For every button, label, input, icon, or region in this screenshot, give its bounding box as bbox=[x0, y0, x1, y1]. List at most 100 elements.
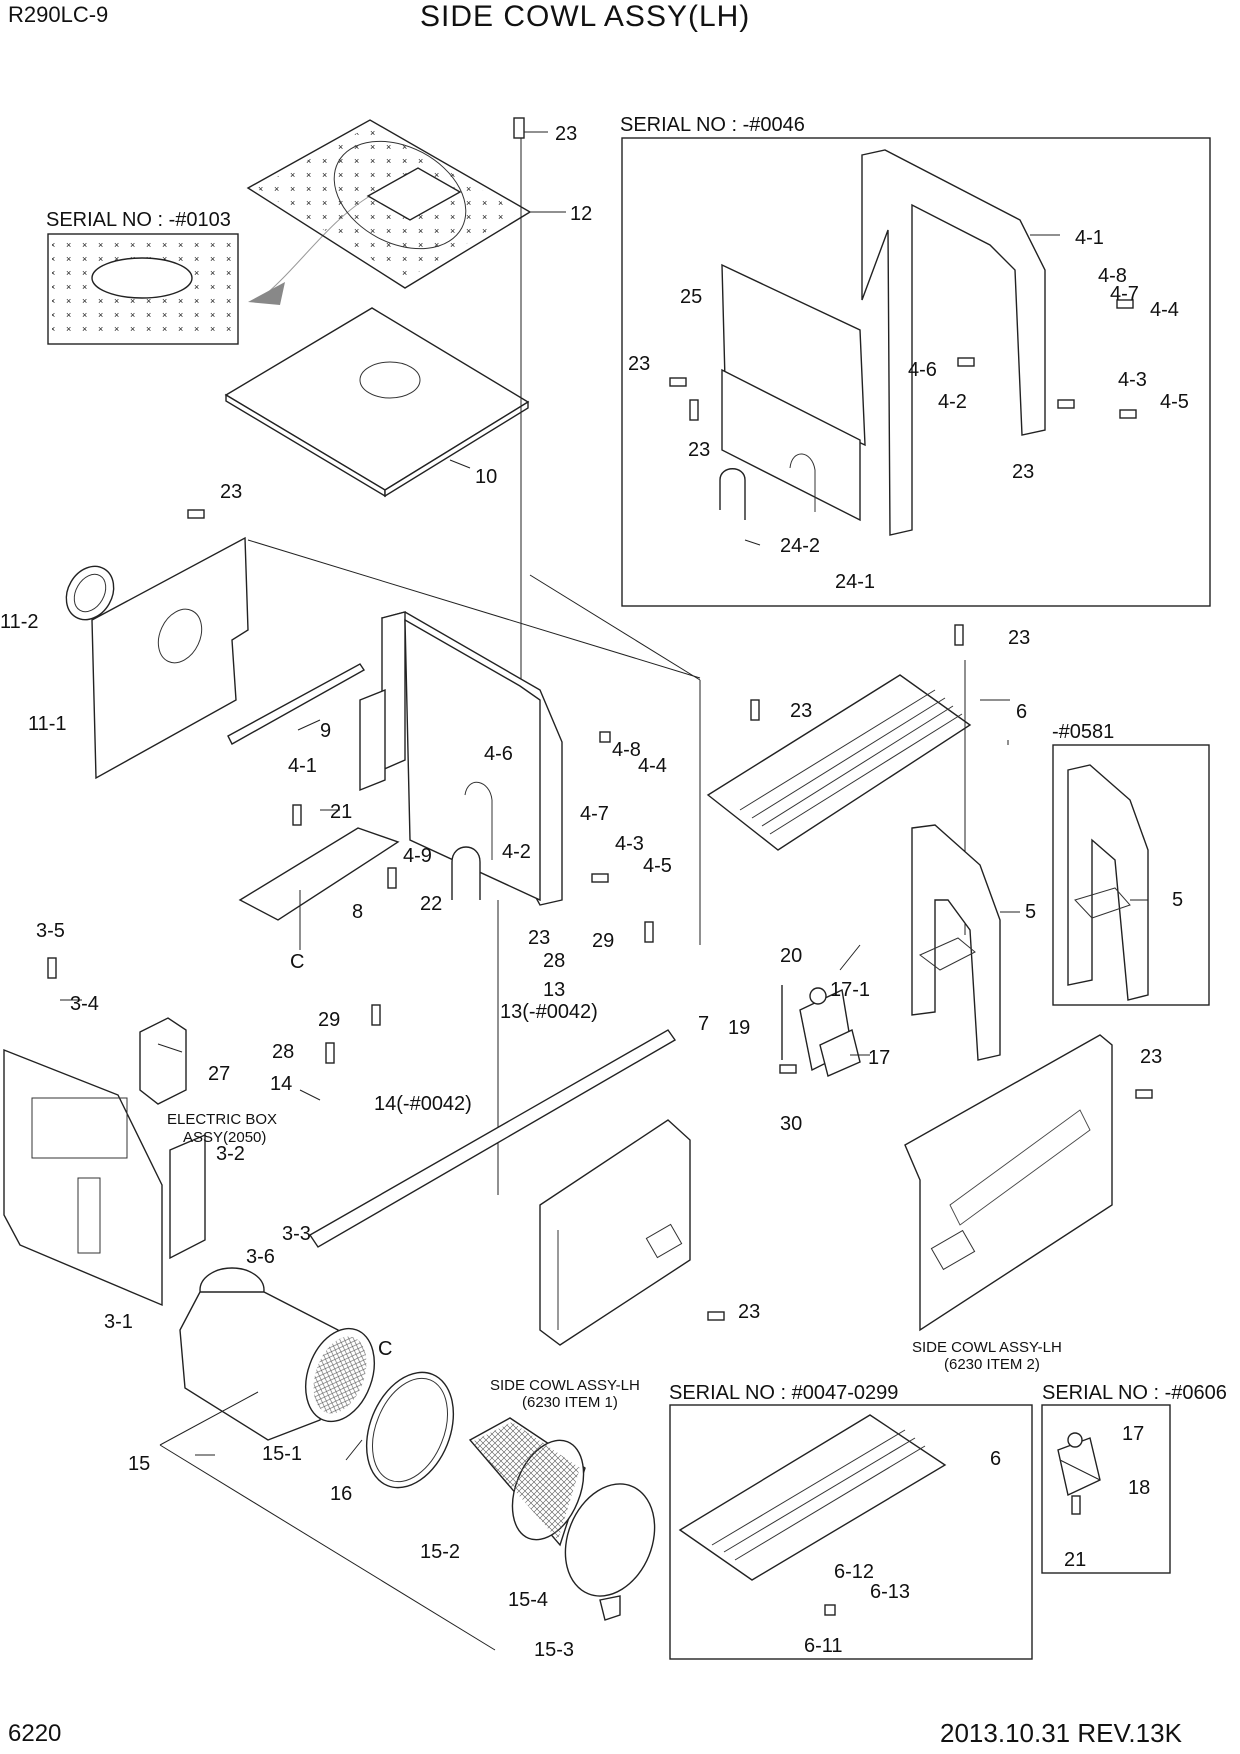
electric-box-27 bbox=[139, 1017, 187, 1105]
side-cowl-item-2 bbox=[904, 1034, 1113, 1332]
callout-c3_3: 3-3 bbox=[282, 1223, 311, 1245]
inset-frame-4-1 bbox=[719, 149, 1046, 536]
rail-7 bbox=[309, 1029, 677, 1248]
callout-c20: 20 bbox=[780, 945, 802, 967]
floor-plate-10 bbox=[224, 307, 530, 498]
serial-note-0046: SERIAL NO : -#0046 bbox=[620, 114, 805, 136]
callout-c4_5: 4-5 bbox=[643, 855, 672, 877]
callout-c27: 27 bbox=[208, 1063, 230, 1085]
callout-c4_9: 4-9 bbox=[403, 845, 432, 867]
callout-ca4_8: 4-8 bbox=[1098, 265, 1127, 287]
callout-c23a: 23 bbox=[555, 123, 577, 145]
callout-c22: 22 bbox=[420, 893, 442, 915]
callout-c17_1: 17-1 bbox=[830, 979, 870, 1001]
callout-c29b: 29 bbox=[318, 1009, 340, 1031]
view-arrow-head bbox=[248, 282, 285, 305]
caption-electric-box-line1: ELECTRIC BOX bbox=[167, 1111, 277, 1128]
callout-c7: 7 bbox=[698, 1013, 709, 1035]
callout-ca4_7: 4-7 bbox=[1110, 283, 1139, 305]
callout-c23f: 23 bbox=[790, 700, 812, 722]
callout-c19: 19 bbox=[728, 1017, 750, 1039]
callout-c28b: 28 bbox=[272, 1041, 294, 1063]
callout-c4_8: 4-8 bbox=[612, 739, 641, 761]
callout-c5a: 5 bbox=[1025, 901, 1036, 923]
callout-c16: 16 bbox=[330, 1483, 352, 1505]
air-cleaner-15 bbox=[179, 1267, 375, 1441]
callout-cC1: C bbox=[290, 951, 304, 973]
cap-15-4 bbox=[564, 1483, 656, 1621]
callout-ca4_1: 4-1 bbox=[1075, 227, 1104, 249]
callout-c15: 15 bbox=[128, 1453, 150, 1475]
callout-c4_6: 4-6 bbox=[484, 743, 513, 765]
revision-date: 2013.10.31 REV.13K bbox=[940, 1718, 1182, 1748]
callout-c23g: 23 bbox=[1140, 1046, 1162, 1068]
element-15-2 bbox=[468, 1417, 586, 1547]
callout-cc21: 21 bbox=[1064, 1549, 1086, 1571]
callout-c5b: 5 bbox=[1172, 889, 1183, 911]
inset-cover-0103 bbox=[52, 238, 234, 340]
perforated-cover-12 bbox=[246, 119, 532, 289]
callout-c13: 13 bbox=[543, 979, 565, 1001]
callout-c23e: 23 bbox=[1008, 627, 1030, 649]
callout-c23d: 23 bbox=[738, 1301, 760, 1323]
callout-c3_5: 3-5 bbox=[36, 920, 65, 942]
callout-c11_2: 11-2 bbox=[0, 611, 39, 633]
callout-c8: 8 bbox=[352, 901, 363, 923]
callout-ca23a: 23 bbox=[628, 353, 650, 375]
inset-box-0046: SERIAL NO : -#0046 bbox=[620, 114, 1211, 607]
callout-c6a: 6 bbox=[1016, 701, 1027, 723]
callout-c14: 14 bbox=[270, 1073, 292, 1095]
callout-c15_2: 15-2 bbox=[420, 1541, 460, 1563]
callout-ca4_4: 4-4 bbox=[1150, 299, 1179, 321]
callout-c4_7: 4-7 bbox=[580, 803, 609, 825]
callout-c28a: 28 bbox=[543, 950, 565, 972]
callout-cb6_11: 6-11 bbox=[804, 1635, 843, 1657]
model-number: R290LC-9 bbox=[8, 2, 109, 27]
callout-ca24_2: 24-2 bbox=[780, 535, 820, 557]
inset-cover-6 bbox=[678, 1414, 947, 1581]
inset-box-0606: SERIAL NO : -#0606 bbox=[1041, 1382, 1227, 1574]
view-arrow bbox=[264, 195, 371, 296]
tank-17 bbox=[781, 985, 861, 1077]
callout-ca23c: 23 bbox=[1012, 461, 1034, 483]
callout-c10: 10 bbox=[475, 466, 497, 488]
caption-cowl-item2-line2: (6230 ITEM 2) bbox=[944, 1356, 1040, 1373]
inset-box-0581: -#0581 bbox=[1052, 721, 1210, 1006]
callout-c3_1: 3-1 bbox=[104, 1311, 133, 1333]
cover-3-2 bbox=[169, 1133, 206, 1260]
inset-tank-17 bbox=[1057, 1432, 1101, 1497]
leader-lines bbox=[60, 131, 1148, 1481]
callout-c23c: 23 bbox=[528, 927, 550, 949]
callout-ca4_6: 4-6 bbox=[908, 359, 937, 381]
callout-cc17: 17 bbox=[1122, 1423, 1144, 1445]
callout-ca25: 25 bbox=[680, 286, 702, 308]
caption-electric-box-line2: ASSY(2050) bbox=[183, 1129, 266, 1146]
callout-c13b: 13(-#0042) bbox=[500, 1001, 598, 1023]
callout-c15_4: 15-4 bbox=[508, 1589, 548, 1611]
page-title: SIDE COWL ASSY(LH) bbox=[420, 0, 751, 33]
grommet-11-2 bbox=[65, 565, 115, 621]
callout-c9: 9 bbox=[320, 720, 331, 742]
serial-note-0606: SERIAL NO : -#0606 bbox=[1042, 1382, 1227, 1404]
side-panel-11-1 bbox=[91, 536, 249, 780]
callout-c29a: 29 bbox=[592, 930, 614, 952]
callout-ca4_2: 4-2 bbox=[938, 391, 967, 413]
serial-note-0047: SERIAL NO : #0047-0299 bbox=[669, 1382, 898, 1404]
callout-c11_1: 11-1 bbox=[28, 713, 67, 735]
callout-c15_1: 15-1 bbox=[262, 1443, 302, 1465]
caption-cowl-item1-line2: (6230 ITEM 1) bbox=[522, 1394, 618, 1411]
callout-cb6_12: 6-12 bbox=[834, 1561, 874, 1583]
clamp-16 bbox=[365, 1371, 455, 1489]
bracket-5 bbox=[911, 824, 1001, 1061]
center-frame-4-1 bbox=[359, 611, 563, 906]
inset-box-0047-0299: SERIAL NO : #0047-0299 bbox=[669, 1382, 1033, 1660]
side-cowl-item-1 bbox=[539, 1119, 691, 1346]
page-number: 6220 bbox=[8, 1720, 62, 1747]
callout-c4_2: 4-2 bbox=[502, 841, 531, 863]
callout-ca24_1: 24-1 bbox=[835, 571, 875, 593]
caption-cowl-item1-line1: SIDE COWL ASSY-LH bbox=[490, 1377, 640, 1394]
callout-c3_6: 3-6 bbox=[246, 1246, 275, 1268]
serial-note-0103: SERIAL NO : -#0103 bbox=[46, 209, 231, 231]
